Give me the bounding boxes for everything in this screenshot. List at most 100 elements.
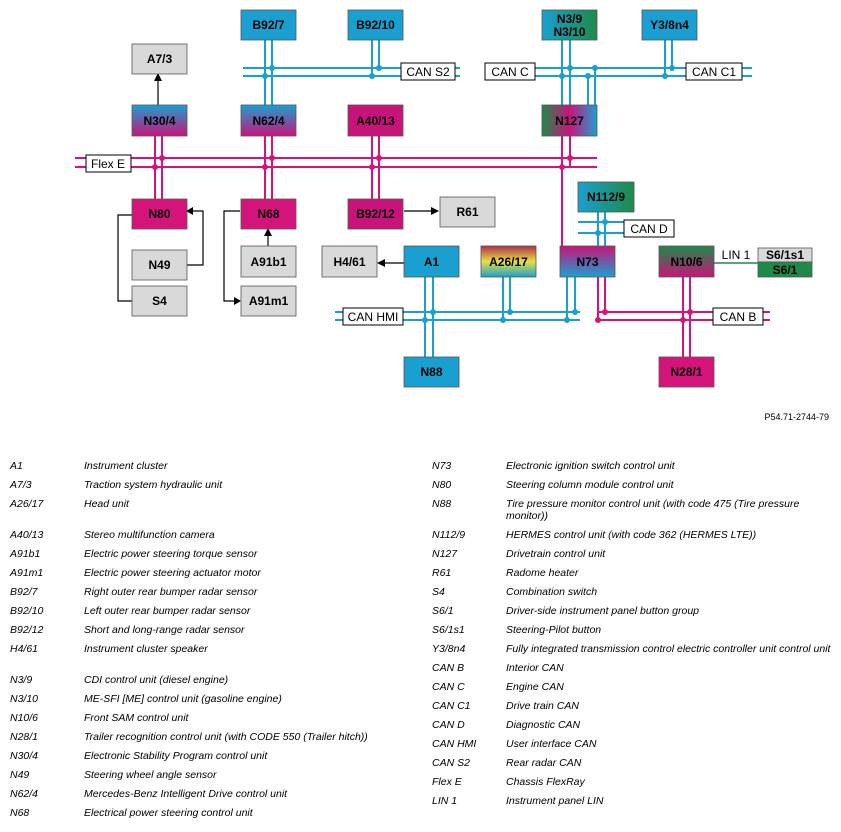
box-n112-9: N112/9 [577, 181, 635, 213]
legend-description: HERMES control unit (with code 362 (HERM… [506, 529, 757, 541]
bus-label-can-hmi-text: CAN HMI [348, 310, 399, 324]
legend-code: A26/17 [10, 498, 44, 510]
legend-description: Front SAM control unit [84, 712, 189, 724]
legend-description: Steering wheel angle sensor [84, 769, 217, 781]
box-a91m1: A91m1 [240, 285, 297, 317]
box-a40-13-label: A40/13 [356, 114, 395, 128]
box-n88-label: N88 [420, 365, 442, 379]
box-n3-9-n3-10: N3/9 N3/10 [541, 9, 598, 41]
legend-code: S6/1 [432, 605, 454, 617]
box-a40-13: A40/13 [347, 104, 404, 137]
box-n80: N80 [131, 198, 188, 230]
legend-code: A91b1 [10, 548, 41, 560]
legend-code: N88 [432, 498, 452, 510]
legend-description: Electric power steering actuator motor [84, 567, 261, 579]
legend-description: Head unit [84, 498, 129, 510]
legend-code: CAN C1 [432, 700, 471, 712]
legend-row: CAN D Diagnostic CAN [432, 719, 832, 731]
box-n62-4-label: N62/4 [252, 114, 284, 128]
legend-description: Electronic Stability Program control uni… [84, 750, 268, 762]
bus-label-lin-1: LIN 1 [722, 248, 751, 262]
legend-description: Instrument cluster speaker [84, 643, 208, 655]
box-n73: N73 [559, 245, 616, 278]
bus-label-flex-e-text: Flex E [91, 157, 125, 171]
box-n68: N68 [240, 198, 297, 230]
box-b92-7-label: B92/7 [252, 18, 284, 32]
box-b92-12-label: B92/12 [356, 207, 395, 221]
bus-label-can-b-text: CAN B [720, 310, 757, 324]
box-b92-10: B92/10 [347, 9, 404, 41]
box-n127: N127 [541, 104, 598, 137]
legend-description: Trailer recognition control unit (with C… [84, 731, 368, 743]
box-b92-12: B92/12 [347, 198, 404, 230]
box-n49-label: N49 [148, 258, 170, 272]
bus-label-can-s2-text: CAN S2 [406, 65, 450, 79]
legend-description: Stereo multifunction camera [84, 529, 215, 541]
figure-reference: P54.71-2744-79 [764, 412, 829, 422]
legend-code: S4 [432, 586, 445, 598]
legend-description: Rear radar CAN [506, 757, 582, 769]
network-diagram: CAN S2 CAN C CAN C1 Flex E CAN D LIN 1 C… [75, 9, 813, 388]
bus-label-can-c: CAN C [484, 62, 536, 81]
legend-row: N3/10 ME-SFI [ME] control unit (gasoline … [10, 693, 420, 705]
legend-description: Interior CAN [506, 662, 564, 674]
box-n28-1-label: N28/1 [670, 365, 702, 379]
legend-description: Diagnostic CAN [506, 719, 581, 731]
legend-code: N112/9 [432, 529, 466, 541]
box-n10-6: N10/6 [658, 245, 715, 278]
box-r61: R61 [439, 196, 496, 228]
legend-row: N62/4 Mercedes-Benz Intelligent Drive con… [10, 788, 420, 800]
legend-row: S6/1 Driver-side instrument panel button … [432, 605, 832, 617]
legend-description: Engine CAN [506, 681, 564, 693]
box-a7-3: A7/3 [131, 43, 188, 75]
box-s4-label: S4 [152, 294, 167, 308]
bus-label-can-b: CAN B [712, 307, 764, 326]
legend-row: N49 Steering wheel angle sensor [10, 769, 420, 781]
legend-description: ME-SFI [ME] control unit (gasoline engin… [84, 693, 282, 705]
legend-code: N62/4 [10, 788, 39, 800]
legend-description: Driver-side instrument panel button grou… [506, 605, 699, 617]
legend-code: B92/10 [10, 605, 44, 617]
bus-label-can-d-text: CAN D [630, 222, 668, 236]
legend-code: N73 [432, 460, 452, 472]
legend-description: Short and long-range radar sensor [84, 624, 245, 636]
box-n62-4: N62/4 [240, 104, 297, 137]
legend-code: N127 [432, 548, 458, 560]
box-n88: N88 [403, 356, 460, 388]
box-a7-3-label: A7/3 [147, 52, 173, 66]
legend-description: Left outer rear bumper radar sensor [84, 605, 251, 617]
box-a26-17: A26/17 [480, 245, 537, 278]
legend-code: N49 [10, 769, 30, 781]
box-r61-label: R61 [456, 205, 478, 219]
legend-code: A40/13 [10, 529, 44, 541]
legend-code: N3/10 [10, 693, 39, 705]
legend-description: Mercedes-Benz Intelligent Drive control … [84, 788, 288, 800]
box-a1-label: A1 [424, 255, 440, 269]
legend-description: Fully integrated transmission control el… [506, 643, 831, 655]
legend-code: N30/4 [10, 750, 39, 762]
legend-code: N28/1 [10, 731, 39, 743]
legend-description: Steering column module control unit [506, 479, 674, 491]
legend-row: N30/4 Electronic Stability Program contro… [10, 750, 420, 762]
legend-code: A91m1 [10, 567, 44, 579]
legend-row: B92/10 Left outer rear bumper radar senso… [10, 605, 420, 617]
legend-code: Flex E [432, 776, 462, 788]
legend-description: Radome heater [506, 567, 579, 579]
legend-code: B92/7 [10, 586, 38, 598]
legend-code: CAN D [432, 719, 465, 731]
